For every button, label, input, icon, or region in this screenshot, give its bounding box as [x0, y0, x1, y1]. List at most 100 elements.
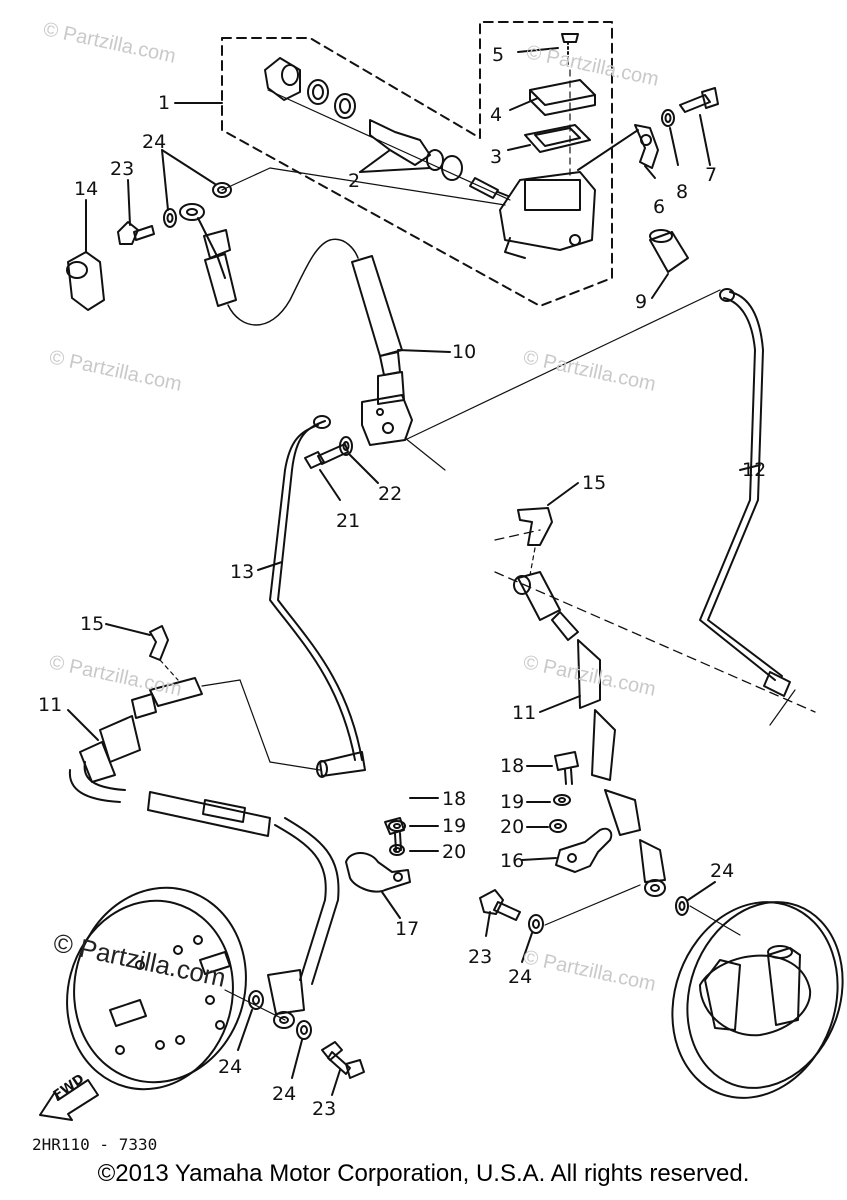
callout-23-right: 23	[468, 946, 493, 968]
boot-9	[649, 229, 689, 273]
leader-16	[521, 857, 557, 861]
washer-20-right	[549, 819, 567, 833]
clamp-leader	[577, 129, 639, 171]
washer-24-top-b	[212, 182, 232, 198]
banjo-right-axis	[544, 884, 641, 926]
callout-24-right-a: 24	[508, 966, 533, 988]
clip-15-right	[517, 507, 553, 546]
leader-13	[257, 561, 283, 571]
brake-hose-10	[351, 255, 405, 405]
callout-5: 5	[492, 44, 505, 66]
bolt-7	[679, 87, 719, 113]
leader-21	[319, 469, 341, 501]
junction-to-pipe12	[404, 289, 721, 441]
clip15-right-axis	[529, 547, 536, 576]
callout-18-mid: 18	[442, 788, 467, 810]
leader-6	[644, 165, 656, 179]
callout-20-mid: 20	[442, 841, 467, 863]
leader-3	[507, 144, 531, 151]
brake-hose-11-left	[68, 677, 340, 1029]
master-cylinder-group-outline	[221, 21, 613, 307]
leader-15-right	[547, 482, 579, 506]
bolt-21	[304, 443, 349, 469]
hose11-left-to-pipe13-b	[239, 679, 271, 763]
banjo-bolt-23-left	[321, 1041, 365, 1079]
hose11-left-to-pipe13	[201, 679, 241, 687]
leader-11-right	[539, 695, 581, 713]
leader-2a	[359, 149, 391, 173]
left-brake-hub	[66, 886, 247, 1091]
callout-7: 7	[705, 164, 718, 186]
nut-19-mid	[388, 820, 406, 832]
diagram-part-code: 2HR110 - 7330	[32, 1135, 158, 1154]
callout-6: 6	[653, 196, 666, 218]
callout-24-right-b: 24	[710, 860, 735, 882]
callout-1: 1	[158, 92, 171, 114]
cap-screw	[561, 33, 579, 65]
bolt-18-right	[554, 751, 579, 785]
left-banjo-axis	[224, 989, 286, 1021]
callout-24-left-a: 24	[218, 1056, 243, 1078]
callout-19-mid: 19	[442, 815, 467, 837]
banjo-bolt-23-top	[117, 221, 155, 245]
clip-15-left-axis	[159, 659, 179, 681]
leader-10	[397, 349, 451, 353]
reservoir-cap	[529, 79, 596, 116]
right-brake-panel	[671, 901, 844, 1099]
leader-17	[381, 891, 401, 919]
callout-3: 3	[490, 146, 503, 168]
banjo-right-axis-2	[689, 905, 741, 936]
brake-pipe-12	[699, 288, 791, 697]
washer-24-right-b	[675, 896, 689, 916]
callout-11-right: 11	[512, 702, 537, 724]
callout-16: 16	[500, 850, 525, 872]
leader-9	[651, 273, 669, 299]
switch-cover-14	[66, 251, 105, 311]
hose-clamp-17	[345, 852, 411, 893]
hose11-left-to-pipe13-c	[269, 761, 321, 771]
leader-24-top-a	[161, 149, 169, 211]
callout-10: 10	[452, 341, 477, 363]
callout-15-right: 15	[582, 472, 607, 494]
callout-13: 13	[230, 561, 255, 583]
callout-24-left-b: 24	[272, 1083, 297, 1105]
leader-23-top	[127, 179, 131, 226]
callout-15-left: 15	[80, 613, 105, 635]
master-cylinder-body	[499, 171, 596, 259]
callout-18-right: 18	[500, 755, 525, 777]
leader-11-left	[67, 709, 99, 741]
leader-24-left-a	[237, 1009, 253, 1051]
callout-20-right: 20	[500, 816, 525, 838]
clip15-right-dash-2	[494, 529, 541, 541]
banjo-axis-2	[269, 167, 506, 206]
callout-21: 21	[336, 510, 361, 532]
copyright-notice: ©2013 Yamaha Motor Corporation, U.S.A. A…	[97, 1160, 750, 1187]
leader-24-right-b	[687, 881, 716, 901]
leader-2b	[359, 167, 431, 173]
washer-24-left-a	[248, 990, 264, 1010]
piston-kit-axis	[267, 89, 511, 201]
leader-7	[699, 114, 711, 166]
leader-12	[739, 464, 761, 471]
callout-8: 8	[676, 181, 689, 203]
banjo-bolt-23-right	[479, 889, 521, 921]
washer-20-mid	[389, 844, 405, 856]
leader-24-left-b	[291, 1039, 303, 1079]
pipe12-to-hose11-right	[769, 689, 796, 726]
callout-9: 9	[635, 291, 648, 313]
callout-4: 4	[490, 104, 503, 126]
washer-24-right-a	[528, 914, 544, 934]
washer-24-left-b	[296, 1020, 312, 1040]
callout-24-top: 24	[142, 131, 167, 153]
leader-22-line	[404, 437, 446, 471]
callout-22: 22	[378, 483, 403, 505]
hose-clamp-16	[555, 827, 613, 873]
hose-fitting-top	[179, 203, 237, 307]
callout-23-left: 23	[312, 1098, 337, 1120]
leader-4	[509, 97, 539, 111]
clip15-right-dash	[494, 571, 816, 713]
leader-22	[349, 454, 379, 484]
washer-22	[339, 436, 353, 456]
leader-23-right	[485, 911, 491, 937]
